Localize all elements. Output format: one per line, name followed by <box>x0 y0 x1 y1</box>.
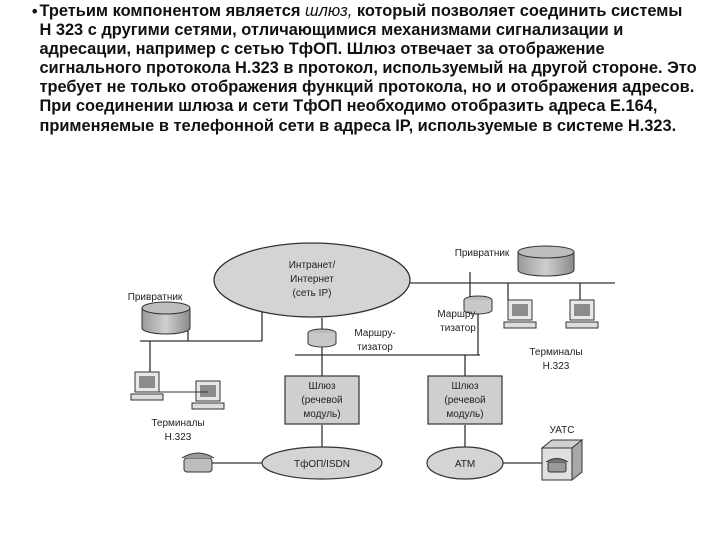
internet-label-3: (сеть IP) <box>293 288 332 299</box>
bullet: • <box>30 2 40 21</box>
text-block: • Третьим компонентом является шлюз, кот… <box>28 2 698 136</box>
terminals-right-label-2: H.323 <box>543 361 570 372</box>
gateway-description: Третьим компонентом является шлюз, котор… <box>39 2 698 136</box>
pbx-label: УАТС <box>550 425 575 436</box>
gateway-left-label-3: модуль) <box>303 409 340 420</box>
gatekeeper-left-label: Привратник <box>128 292 183 303</box>
gateway-right: Шлюз (речевой модуль) <box>427 375 503 425</box>
computer-icon <box>130 371 164 401</box>
telephone-icon <box>181 452 215 473</box>
router-center-label-1: Маршру- <box>354 328 395 339</box>
gateway-left-label-2: (речевой <box>301 395 342 406</box>
pstn-label: ТфОП/ISDN <box>294 458 350 470</box>
terminals-left-label-1: Терминалы <box>151 418 204 429</box>
atm-label: ATM <box>455 459 475 470</box>
gatekeeper-right: Привратник <box>455 245 575 277</box>
gateway-left: Шлюз (речевой модуль) <box>284 375 360 425</box>
telephone-icon <box>545 458 569 473</box>
computer-icon <box>191 380 225 410</box>
pstn-isdn-network: ТфОП/ISDN <box>261 446 383 480</box>
text-part-2: который позволяет соединить системы H 32… <box>39 2 697 135</box>
gateway-right-label-2: (речевой <box>444 395 485 406</box>
internet-label-1: Интранет/ <box>289 260 336 271</box>
computer-icon <box>565 299 599 329</box>
pbx: УАТС <box>540 425 584 482</box>
router-right-label-1: Маршру- <box>437 309 478 320</box>
internet-label-2: Интернет <box>290 274 334 285</box>
terminals-left: Терминалы H.323 <box>130 371 225 443</box>
router-center-label-2: тизатор <box>357 342 393 353</box>
gatekeeper-left: Привратник <box>128 292 191 335</box>
router-right: Маршру- тизатор <box>437 295 493 334</box>
internet-cloud: Интранет/ Интернет (сеть IP) <box>213 242 411 318</box>
router-center: Маршру- тизатор <box>307 328 396 353</box>
terminals-right: Терминалы H.323 <box>503 299 599 372</box>
text-emphasis: шлюз, <box>304 2 353 20</box>
gateway-left-label-1: Шлюз <box>308 381 336 392</box>
router-right-label-2: тизатор <box>440 323 476 334</box>
gateway-right-label-1: Шлюз <box>451 381 479 392</box>
gatekeeper-right-label: Привратник <box>455 248 510 259</box>
terminals-left-label-2: H.323 <box>165 432 192 443</box>
computer-icon <box>503 299 537 329</box>
text-part-1: Третьим компонентом является <box>39 2 305 20</box>
gateway-right-label-3: модуль) <box>446 409 483 420</box>
atm-network: ATM <box>426 446 504 480</box>
terminals-right-label-1: Терминалы <box>529 347 582 358</box>
